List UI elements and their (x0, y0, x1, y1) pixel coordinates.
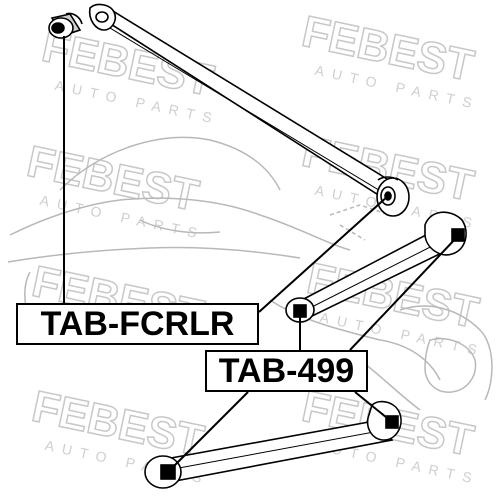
leader-lines (63, 36, 459, 473)
leader-line-tab-499-bottom-left (167, 391, 249, 473)
upper-arm-bushing (376, 176, 410, 217)
leader-line-tab-499-bottom-right (354, 391, 393, 423)
leader-line-tab-fcrlr-arm (258, 195, 389, 313)
lower-bottom-arm (144, 400, 402, 489)
watermark-4: FEBEST AUTO PARTS (22, 136, 206, 242)
part-label-tab-499: TAB-499 (205, 350, 368, 392)
tab-fcrlr-bushing-illustration (48, 12, 83, 39)
watermark-1: FEBEST AUTO PARTS (297, 6, 481, 112)
part-label-tab-fcrlr: TAB-FCRLR (16, 303, 259, 345)
body-outline-drawing (7, 136, 493, 411)
leader-line-tab-499-knuckle (349, 235, 459, 351)
